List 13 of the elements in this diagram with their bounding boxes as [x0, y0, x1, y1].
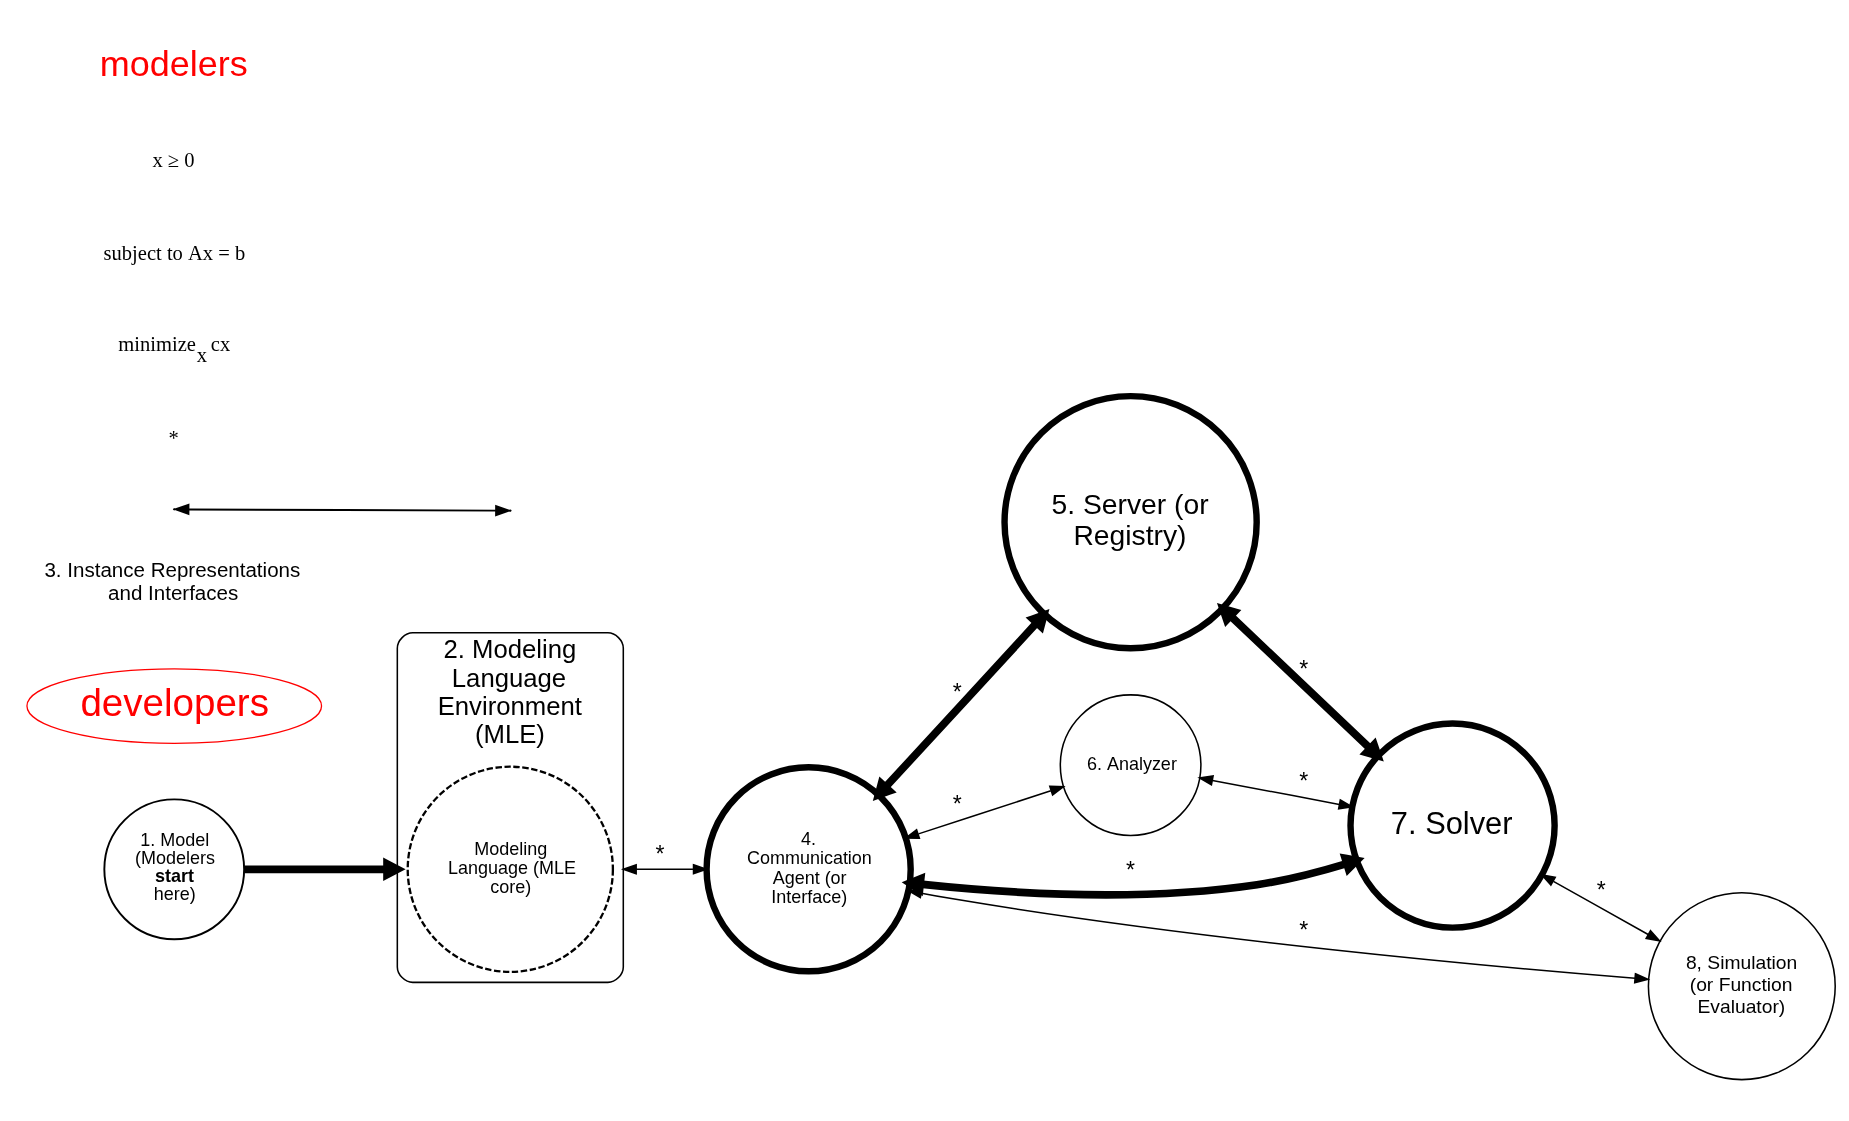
edge-label: *	[952, 790, 962, 817]
edge-label: *	[1299, 916, 1309, 943]
edge-label: *	[1126, 856, 1136, 882]
edge-label: *	[952, 678, 962, 705]
label: *	[168, 426, 179, 449]
edge-label: *	[1299, 767, 1309, 794]
edge-label: *	[1596, 876, 1606, 903]
label: subject to Ax = b	[103, 241, 246, 264]
legend-label: 3. Instance Representations and Interfaces	[44, 557, 301, 604]
edge-label: *	[1299, 655, 1309, 682]
edge-label: *	[655, 840, 665, 867]
label: modelers	[99, 42, 248, 84]
label: x ≥ 0	[152, 148, 195, 171]
